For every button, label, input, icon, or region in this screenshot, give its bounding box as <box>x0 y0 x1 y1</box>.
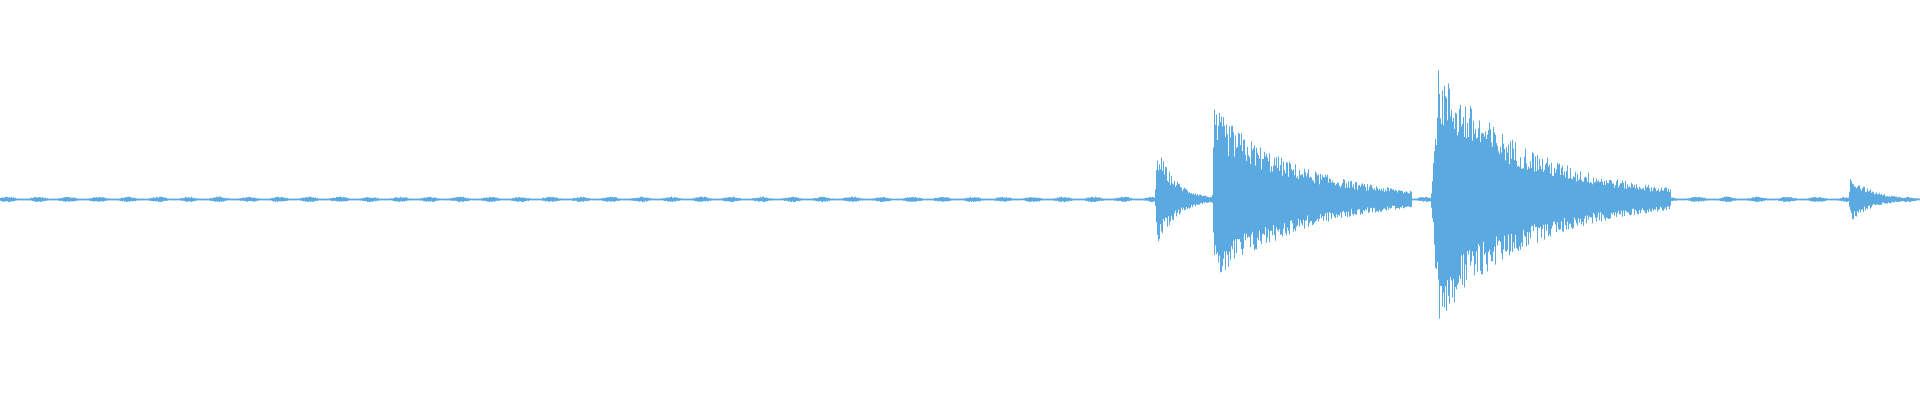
waveform-trace <box>0 70 1920 319</box>
